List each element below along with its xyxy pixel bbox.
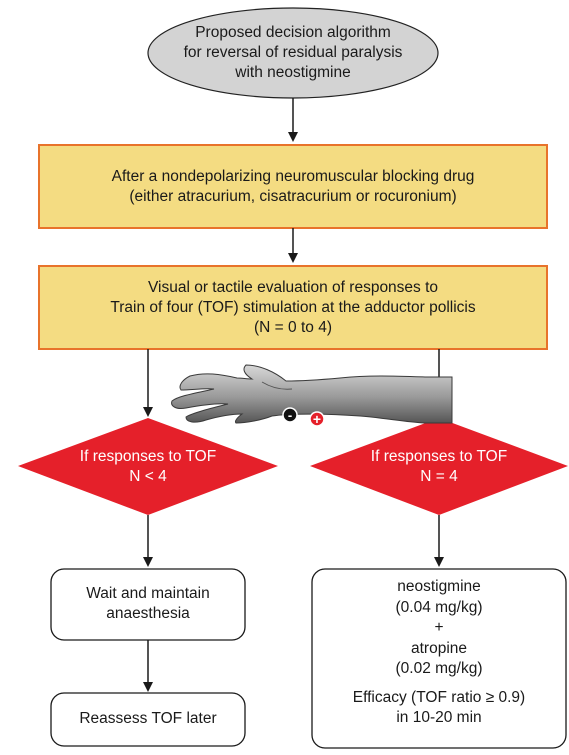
decision-right-label-line: N = 4 — [420, 468, 458, 485]
treatment-label: neostigmine (0.04 mg/kg) + atropine (0.0… — [312, 577, 566, 729]
treatment-label-line: in 10-20 min — [396, 709, 482, 726]
treatment-label-line: atropine — [410, 639, 467, 657]
negative-electrode-icon — [282, 407, 298, 423]
treatment-label-line: (0.02 mg/kg) — [395, 660, 483, 677]
reassess-label: Reassess TOF later — [51, 709, 245, 729]
start-label-line: with neostigmine — [235, 64, 351, 81]
forearm-hand-illustration: - + — [171, 364, 453, 427]
forearm-silhouette — [171, 364, 453, 424]
negative-electrode-sign: - — [288, 408, 292, 423]
step-drug-label: After a nondepolarizing neuromuscular bl… — [39, 167, 547, 207]
step-tof-evaluation-label-line: Train of four (TOF) stimulation at the a… — [110, 299, 476, 316]
decision-left-label: If responses to TOF N < 4 — [48, 447, 248, 487]
treatment-label-line — [312, 680, 566, 688]
step-tof-evaluation-label-line: (N = 0 to 4) — [254, 319, 332, 336]
treatment-label-line: neostigmine — [397, 578, 481, 595]
decision-left-diamond — [18, 418, 278, 515]
step-drug-box — [38, 144, 548, 229]
positive-electrode-sign: + — [313, 411, 321, 427]
decision-left-label-line: If responses to TOF — [79, 448, 217, 465]
treatment-box — [311, 568, 567, 749]
wait-label-line: anaesthesia — [106, 605, 190, 622]
step-tof-evaluation-label-line: Visual or tactile evaluation of response… — [147, 279, 439, 296]
treatment-label-line: + — [434, 619, 444, 636]
step-tof-evaluation-box — [38, 265, 548, 350]
step-drug-label-line: (either atracurium, cisatracurium or roc… — [129, 188, 457, 205]
wait-box — [50, 568, 246, 641]
start-label-line: Proposed decision algorithm — [195, 24, 391, 41]
decision-right-diamond — [310, 418, 568, 515]
treatment-label-line: Efficacy (TOF ratio ≥ 0.9) — [352, 688, 526, 706]
treatment-label-line: (0.04 mg/kg) — [395, 598, 483, 616]
reassess-label-line: Reassess TOF later — [79, 710, 217, 727]
start-label-line: for reversal of residual paralysis — [183, 44, 403, 61]
thumb-crease — [261, 381, 293, 390]
step-tof-evaluation-label: Visual or tactile evaluation of response… — [39, 278, 547, 338]
reassess-box — [50, 692, 246, 747]
step-drug-label-line: After a nondepolarizing neuromuscular bl… — [111, 168, 475, 185]
decision-left-label-line: N < 4 — [129, 468, 167, 485]
positive-electrode-icon — [309, 411, 325, 427]
wait-label-line: Wait and maintain — [86, 585, 210, 602]
decision-right-label-line: If responses to TOF — [370, 448, 508, 465]
start-label: Proposed decision algorithm for reversal… — [148, 23, 438, 83]
decision-right-label: If responses to TOF N = 4 — [339, 447, 539, 487]
wait-label: Wait and maintain anaesthesia — [51, 584, 245, 624]
